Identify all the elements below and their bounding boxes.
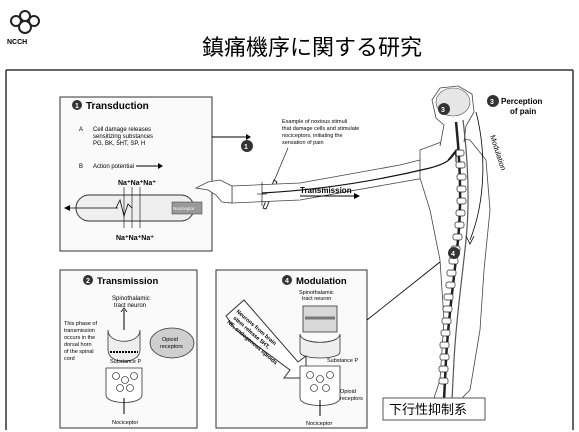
mod-substance-p-label: Substance P [327, 358, 359, 364]
descending-inhibition-label: 下行性抑制系 [383, 398, 485, 420]
stimulus-note-1: Example of noxious stimuli [282, 119, 347, 125]
opioid-bubble [150, 328, 194, 358]
step-2-number: 2 [86, 278, 90, 285]
side-note-4: dorsal horn [64, 342, 92, 348]
line-b: Action potential [93, 164, 134, 170]
side-note-1: This phase of [64, 321, 97, 327]
neuron-label-2: tract neuron [114, 303, 146, 309]
mod-opioid-label-1: Opioid [340, 389, 356, 395]
mod-nociceptor-label: Nociceptor [306, 421, 332, 427]
footer-label-text: 下行性抑制系 [389, 403, 467, 418]
line-a-1: Cell damage releases [93, 127, 151, 133]
opioid-label-2: receptors [160, 344, 183, 350]
nociceptor-label-2: Nociceptor [112, 420, 138, 426]
page-title: 鎮痛機序に関する研究 [202, 36, 422, 61]
ions-top: Na⁺Na⁺Na⁺ [118, 180, 156, 187]
line-a-letter: A [79, 127, 83, 133]
stimulus-note-3: nociceptors, initiating the [282, 133, 343, 139]
logo: NCCH [7, 11, 39, 46]
perception-line-1: Perception [501, 97, 542, 106]
step-3-number: 3 [490, 99, 494, 106]
line-b-letter: B [79, 164, 83, 170]
mod-opioid-label-2: receptors [340, 396, 363, 402]
side-note-3: occurs in the [64, 335, 95, 341]
perception-label: 3 Perception of pain [487, 95, 542, 116]
line-a-2: sensitizing substances [93, 134, 153, 140]
mod-neuron-label-2: tract neuron [302, 296, 331, 302]
panel-transduction: 1 Transduction A Cell damage releases se… [60, 97, 212, 251]
step-4-number-spine: 4 [451, 251, 455, 258]
side-note-2: transmission [64, 328, 95, 334]
synapse-lower [106, 368, 142, 403]
modulation-side-label: Modulation [488, 134, 508, 172]
step-3-number-head: 3 [441, 107, 445, 114]
stimulus-note-2: that damage cells and stimulate [282, 126, 359, 132]
side-note-6: cord [64, 356, 75, 362]
step-1-number: 1 [75, 103, 79, 110]
panel-heading-modulation: Modulation [296, 276, 347, 287]
nociceptor-label: Nociceptor [173, 206, 195, 211]
opioid-label-1: Opioid [162, 337, 178, 343]
step-4-number: 4 [285, 278, 289, 285]
mod-synapse-lower [300, 366, 340, 406]
panel-modulation: 4 Modulation Spinothalamic tract neuron … [216, 270, 367, 428]
neuron-label-1: Spinothalamic [112, 296, 150, 302]
panel-transmission: 2 Transmission Spinothalamic tract neuro… [60, 270, 197, 428]
line-a-3: PG, BK, 5HT, SP, H [93, 141, 145, 147]
panel-heading-transmission: Transmission [97, 276, 158, 287]
arm-transmission-label: Transmission [300, 186, 352, 195]
ions-bottom: Na⁺Na⁺Na⁺ [116, 235, 154, 242]
substance-p-label: Substance P [110, 359, 142, 365]
step-1-number-arm: 1 [244, 144, 248, 151]
logo-text: NCCH [7, 39, 27, 46]
side-note-5: of the spinal [64, 349, 94, 355]
panel-heading-transduction: Transduction [86, 101, 149, 112]
stimulus-note-4: sensation of pain [282, 140, 324, 146]
perception-line-2: of pain [510, 107, 536, 116]
